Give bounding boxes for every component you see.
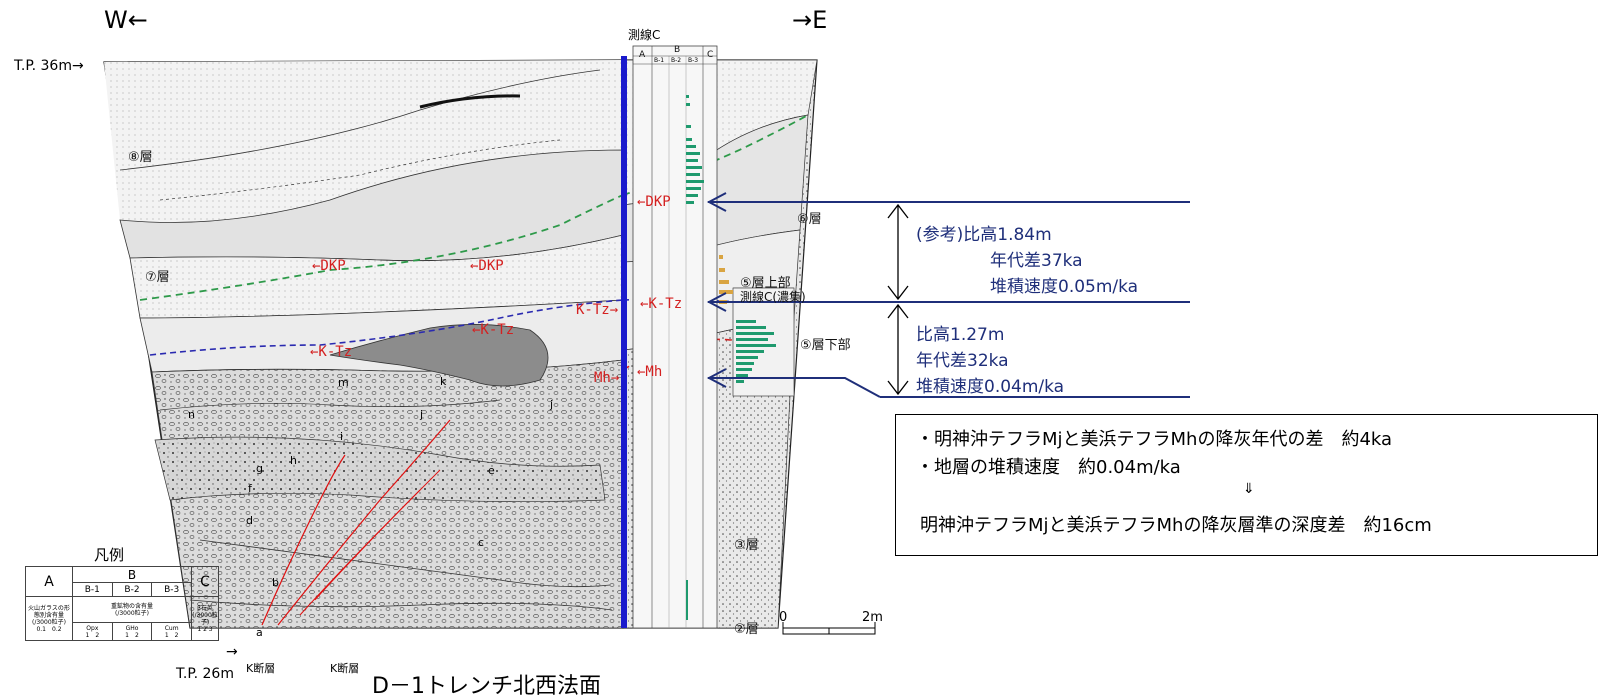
mh-label-left: ←Mh xyxy=(637,364,663,380)
legend-a-unit: (/3000粒子) xyxy=(32,618,66,626)
unit-letter-e: e xyxy=(488,464,495,477)
column-b-label: B xyxy=(674,45,681,55)
column-a-label: A xyxy=(639,50,646,60)
unit-letter-d: d xyxy=(246,514,253,527)
unit-letter-j-1: j xyxy=(420,408,424,421)
column-c-label: C xyxy=(707,50,714,60)
east-label: →E xyxy=(792,6,828,34)
dkp-label-1: ←DKP xyxy=(312,258,346,274)
column-b2-label: B-2 xyxy=(671,57,682,64)
tp-bottom-label: T.P. 26m xyxy=(176,666,234,682)
legend-b2-sub-cell: GHo 1 2 xyxy=(111,622,153,641)
info-box: ・明神沖テフラMjと美浜テフラMhの降灰年代の差 約4ka ・地層の堆積速度 約… xyxy=(895,414,1598,556)
unit-letter-m: m xyxy=(338,376,349,389)
ktz-label-column-right: K-Tz→ xyxy=(576,302,619,318)
legend-b1-sub-cell: Opx 1 2 xyxy=(72,622,113,641)
unit-7-label: ⑦層 xyxy=(145,270,170,285)
legend-c-ticks: 1 2 3 xyxy=(197,625,213,633)
legend-a-desc-cell: 火山ガラスの形態別含有量 (/3000粒子) 0.1 0.2 xyxy=(25,596,73,641)
legend-b1-ticks: 1 2 xyxy=(85,631,100,639)
upper-ref-height: (参考)比高1.84m xyxy=(916,225,1052,245)
fault-label-1: K断層 xyxy=(246,662,276,675)
unit-letter-h: h xyxy=(290,454,297,467)
legend-a-desc: 火山ガラスの形態別含有量 xyxy=(28,604,70,619)
legend-col-c: C xyxy=(191,566,219,597)
legend-b2-ticks: 1 2 xyxy=(125,631,139,639)
legend-c-unit: (/3000粒子) xyxy=(192,611,218,626)
lower-ref-rate: 堆積速度0.04m/ka xyxy=(916,377,1065,397)
tp-top-label: T.P. 36m→ xyxy=(14,58,84,74)
unit-3-label: ③層 xyxy=(734,538,759,553)
unit-5-lower-label: ⑤層下部 xyxy=(800,338,851,353)
legend-b1: B-1 xyxy=(72,582,113,597)
legend-b3: B-3 xyxy=(151,582,192,597)
upper-ref-age: 年代差37ka xyxy=(990,251,1083,271)
k-fault-2 xyxy=(277,419,451,626)
legend-b1-sub: Opx xyxy=(86,624,99,632)
lower-ref-age: 年代差32ka xyxy=(916,351,1009,371)
tp-bottom-arrow: → xyxy=(226,644,238,660)
west-label: W← xyxy=(104,6,148,34)
ktz-line xyxy=(149,299,624,356)
mh-line xyxy=(622,332,791,371)
info-line-3: 明神沖テフラMjと美浜テフラMhの降灰層準の深度差 約16cm xyxy=(920,515,1432,536)
k-fault-1 xyxy=(261,454,346,626)
unit-letter-g: g xyxy=(256,462,263,475)
unit-letter-j-2: j xyxy=(550,398,554,411)
ktz-label-1: ←K-Tz xyxy=(310,344,353,360)
dkp-label-2: ←DKP xyxy=(470,258,504,274)
scale-bar xyxy=(782,622,876,635)
dkp-label-column: ←DKP xyxy=(637,194,671,210)
legend-title: 凡例 xyxy=(94,546,125,564)
legend-b-desc: 重鉱物の含有量 xyxy=(110,602,153,610)
legend-b3-ticks: 1 2 xyxy=(164,631,179,639)
unit-5-upper-label: ⑤層上部 xyxy=(740,276,791,291)
unit-letter-a: a xyxy=(256,626,263,639)
fault-label-2: K断層 xyxy=(330,662,360,675)
unit-5-dense-label: 測線C(濃集) xyxy=(740,290,806,304)
legend-col-a: A xyxy=(25,566,73,597)
green-bars xyxy=(686,95,776,620)
unit-8-label: ⑧層 xyxy=(128,150,153,165)
unit-letter-k: k xyxy=(440,375,447,388)
legend-b3-sub: Cum xyxy=(164,624,179,632)
info-line-1: ・明神沖テフラMjと美浜テフラMhの降灰年代の差 約4ka xyxy=(916,429,1393,450)
upper-ref-rate: 堆積速度0.05m/ka xyxy=(990,277,1139,297)
legend-b-unit: (/3000粒子) xyxy=(115,609,149,617)
ktz-label-column: ←K-Tz xyxy=(640,296,683,312)
unit-letter-i: i xyxy=(340,430,344,443)
dkp-line xyxy=(139,194,624,301)
column-b1-label: B-1 xyxy=(654,57,665,64)
unit-letter-f: f xyxy=(248,482,252,495)
unit-letter-c: c xyxy=(478,536,485,549)
unit-6-label: ⑥層 xyxy=(797,212,822,227)
unit-letter-n: n xyxy=(188,408,195,421)
legend-col-b: B xyxy=(72,566,192,583)
column-b3-label: B-3 xyxy=(688,57,699,64)
lower-ref-height: 比高1.27m xyxy=(916,325,1005,345)
legend-table: A B C B-1 B-2 B-3 火山ガラスの形態別含有量 (/3000粒子)… xyxy=(25,566,219,641)
legend-b2-sub: GHo xyxy=(125,624,139,632)
legend-b3-sub-cell: Cum 1 2 xyxy=(151,622,192,641)
info-arrow: ⇓ xyxy=(1243,481,1255,497)
unit-letter-b: b xyxy=(272,576,279,589)
legend-a-ticks: 0.1 0.2 xyxy=(36,625,62,633)
legend-c-desc: β石英 xyxy=(197,604,213,612)
legend-b-desc-cell: 重鉱物の含有量 (/3000粒子) xyxy=(72,596,192,623)
caption: D－1トレンチ北西法面 xyxy=(372,674,601,699)
unit-2-label: ②層 xyxy=(734,622,759,637)
mh-label-right: Mh→ xyxy=(594,370,620,386)
scale-zero: 0 xyxy=(779,610,788,625)
lower-ref-leader xyxy=(708,377,881,398)
survey-line-c xyxy=(621,56,627,628)
ktz-label-2: ←K-Tz xyxy=(472,322,515,338)
legend-b2: B-2 xyxy=(111,582,153,597)
legend-c-desc-cell: β石英 (/3000粒子) 1 2 3 xyxy=(191,596,219,641)
info-line-2: ・地層の堆積速度 約0.04m/ka xyxy=(916,457,1181,478)
scale-end: 2m xyxy=(862,610,883,625)
line-c-label: 測線C xyxy=(628,28,661,42)
